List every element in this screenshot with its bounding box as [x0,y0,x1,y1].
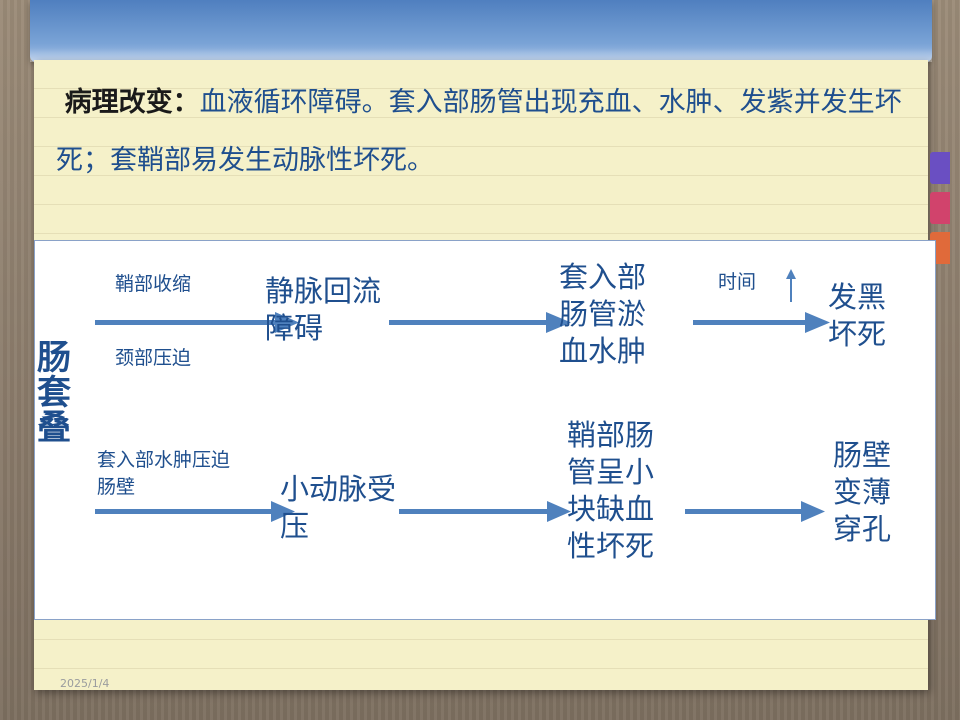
notebook-cover [30,0,932,62]
box-wall-thinning-perforation: 肠壁变薄穿孔 [833,438,892,546]
purple-tab [930,152,950,184]
label-sheath-contraction: 鞘部收缩 [115,273,192,295]
arrow-row2-3 [685,501,825,522]
pathology-description: 病理改变：血液循环障碍。套入部肠管出现充血、水肿、发紫并发生坏死；套鞘部易发生动… [56,74,926,190]
intussusception-title: 肠套叠 [37,338,71,448]
label-edema-compress-wall: 套入部水肿压迫肠壁 [97,449,231,498]
arrow-row1-3 [693,312,830,333]
pink-tab [930,192,950,224]
slide-date: 2025/1/4 [60,677,110,690]
box-black-necrosis: 发黑坏死 [828,280,887,351]
pathology-text: 血液循环障碍。套入部肠管出现充血、水肿、发紫并发生坏死；套鞘部易发生动脉性坏死。 [56,87,902,176]
arrows-layer [95,269,830,522]
box-ischemic-necrosis: 鞘部肠管呈小块缺血性坏死 [567,418,655,563]
box-venous-return-obstruction: 静脉回流障碍 [265,274,382,345]
arrow-row1-1 [95,312,299,333]
flow-diagram: 肠套叠 鞘部收缩 颈部压迫 静脉回流障碍 套入部肠管淤血水肿 时间 发黑坏死 套… [34,240,936,620]
label-time: 时间 [718,271,757,293]
arrow-row1-2 [389,312,571,333]
small-up-arrow [786,269,796,302]
arrow-row2-2 [399,501,571,522]
label-neck-compression: 颈部压迫 [115,347,192,369]
pathology-label: 病理改变： [64,87,200,118]
box-congestion-edema: 套入部肠管淤血水肿 [559,260,647,368]
box-arteriole-compressed: 小动脉受 压 [280,472,397,543]
arrow-row2-1 [95,501,295,522]
